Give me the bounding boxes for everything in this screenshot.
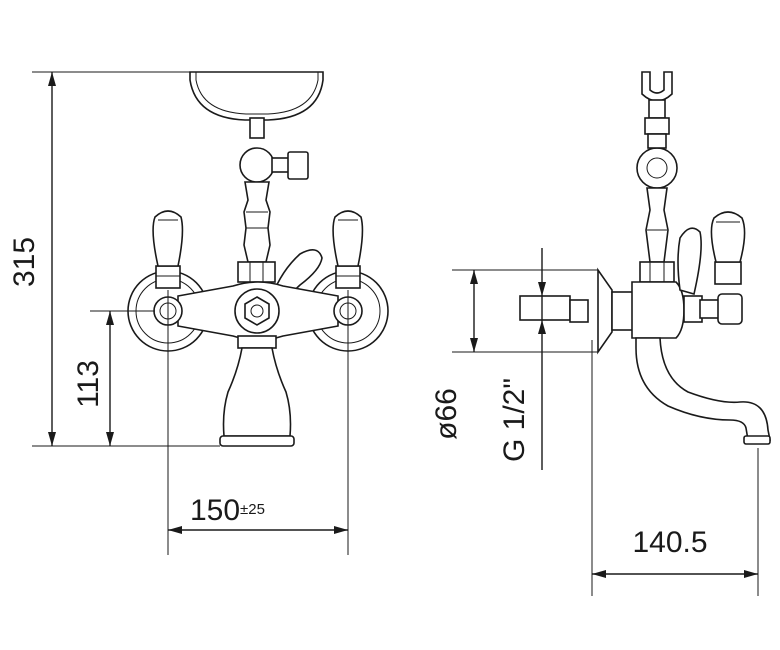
diverter-ball [239,147,275,183]
spout-base [219,435,295,447]
spout-body [222,347,292,437]
side-handle [710,211,746,263]
dim-label-140: 140.5 [632,526,707,559]
left-handle [152,210,184,267]
dim-tolerance: ±25 [240,501,265,518]
riser-column [243,181,271,263]
side-column [645,187,669,263]
side-view: ø66 G 1/2" 140.5 [430,71,771,596]
riser-nut [237,261,276,283]
dim-label-113: 113 [72,360,105,408]
dim-label-150: 150 [190,494,240,527]
side-outlet [287,151,309,180]
side-ball [636,147,678,189]
riser-neck [249,117,265,139]
side-body [611,291,635,331]
shower-hook [641,71,673,102]
front-view: 315 113 150 ±25 [8,71,389,555]
side-spout [635,337,771,441]
dim-label-66: ø66 [430,388,463,440]
dim-label-315: 315 [8,237,41,287]
side-lever [677,227,702,296]
shower-cradle [189,71,324,121]
side-flange [597,267,613,355]
right-handle [332,210,364,267]
dim-label-thread: G 1/2" [498,378,531,462]
